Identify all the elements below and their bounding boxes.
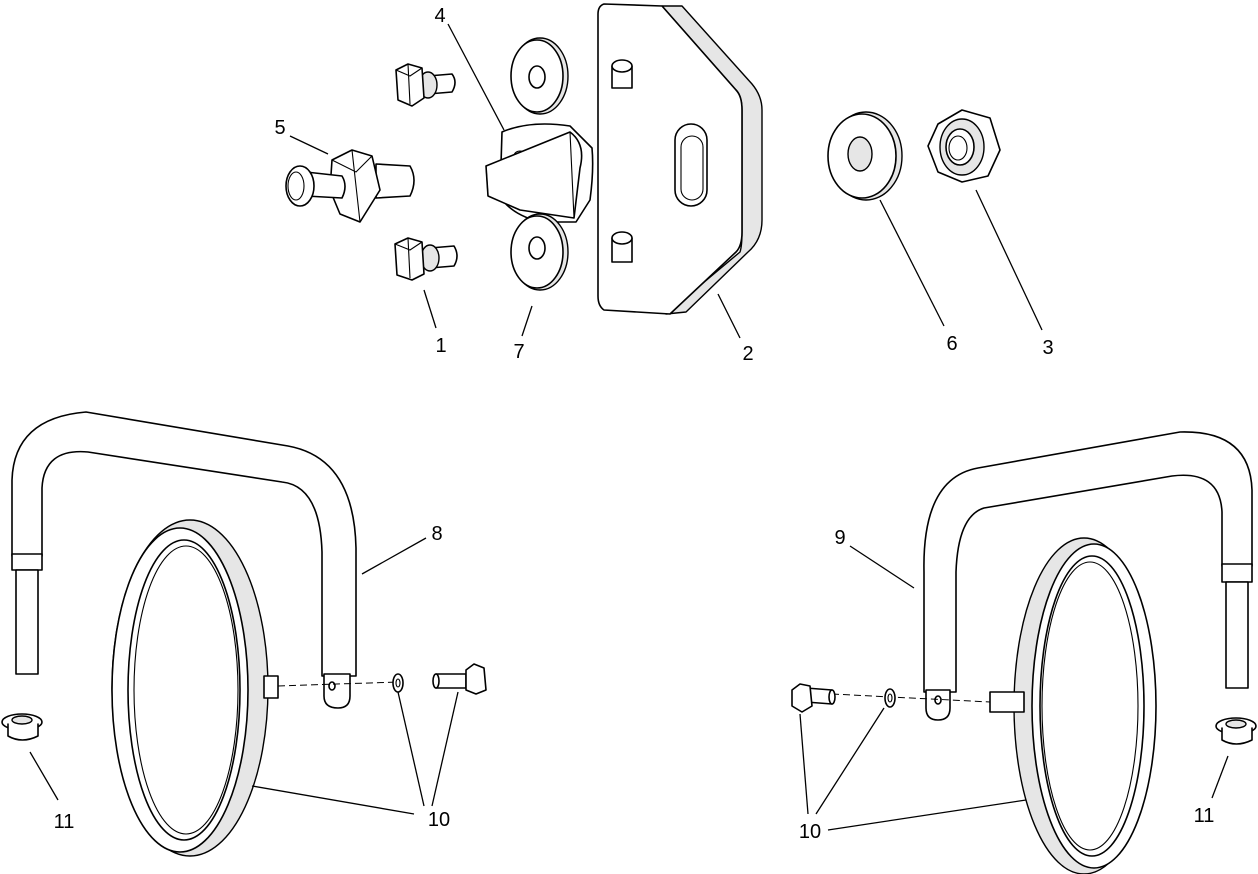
leader-lines: [29, 23, 1229, 831]
handle-bar-right: [923, 431, 1253, 721]
flange-bolt-upper: [395, 63, 456, 107]
callout-11-right: 11: [1194, 805, 1215, 827]
hardware-left: [277, 663, 487, 695]
pivot-stud: [285, 149, 415, 223]
callout-8: 8: [431, 523, 442, 545]
callout-1: 1: [435, 335, 446, 357]
callout-7: 7: [513, 341, 524, 363]
callout-3: 3: [1042, 337, 1053, 359]
callout-11-left: 11: [54, 811, 75, 833]
washer-lower: [510, 213, 569, 291]
callout-10-left: 10: [428, 809, 450, 831]
handle-bar-left: [11, 411, 357, 709]
clevis-bracket: [485, 123, 594, 223]
wheel-right: [989, 537, 1157, 874]
hex-nut: [927, 109, 1001, 183]
mounting-plate: [597, 3, 763, 315]
flange-nut-left: [1, 713, 43, 741]
callout-9: 9: [834, 527, 845, 549]
flat-washer: [827, 111, 903, 201]
callout-2: 2: [742, 343, 753, 365]
washer-upper: [510, 37, 569, 115]
flange-bolt-lower: [394, 237, 458, 281]
callout-4: 4: [434, 5, 445, 27]
callout-5: 5: [274, 117, 285, 139]
flange-nut-right: [1215, 717, 1257, 745]
hardware-right: [791, 683, 991, 713]
wheel-left: [111, 519, 279, 857]
callout-6: 6: [946, 333, 957, 355]
callout-10-right: 10: [799, 821, 821, 843]
